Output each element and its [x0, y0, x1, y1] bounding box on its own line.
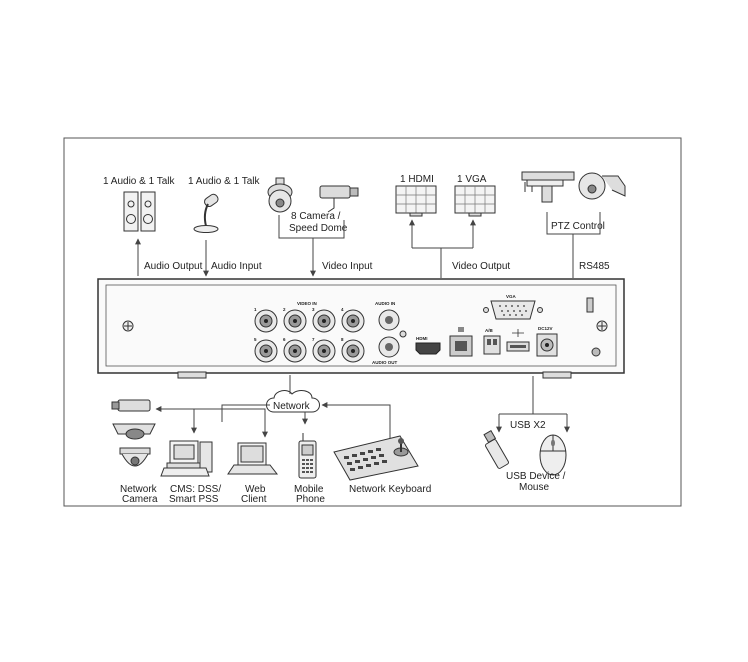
bnc-label-5: 5 [254, 337, 257, 342]
ground-icon [591, 347, 601, 357]
vga-monitor-icon [454, 185, 496, 217]
web-client-label-2: Client [241, 494, 267, 505]
ab-panel-label: A/B [485, 328, 494, 333]
desktop-computer-icon [160, 440, 213, 477]
vga-panel-label: VGA [506, 294, 517, 299]
audio-out-panel-label: AUDIO OUT [372, 360, 398, 365]
vga-label: 1 VGA [457, 174, 487, 185]
speed-dome-camera-icon [267, 177, 293, 213]
bullet-camera-icon [319, 185, 359, 213]
cms-label-2: Smart PSS [169, 494, 219, 505]
network-camera-label-1: Network [120, 484, 158, 495]
network-keyboard-label: Network Keyboard [349, 484, 431, 495]
bnc-label-1: 1 [254, 307, 257, 312]
audio-talk-left-label: 1 Audio & 1 Talk [103, 176, 176, 187]
network-camera-label-2: Camera [122, 494, 158, 505]
usb-port-icon [506, 329, 530, 352]
rs485-port-icon [483, 335, 501, 355]
bnc-connector-row-top [254, 309, 365, 333]
hdmi-panel-label: HDMI [416, 336, 428, 341]
network-keyboard-icon [333, 435, 419, 481]
usb-device-label-2: Mouse [519, 482, 549, 493]
camera-dome-label-1: 8 Camera / [291, 211, 341, 222]
speaker-icon [123, 191, 156, 232]
network-camera-icon [111, 399, 156, 467]
mobile-phone-icon [298, 433, 317, 479]
ptz-dome-icon [578, 172, 626, 200]
bnc-label-4: 4 [341, 307, 344, 312]
camera-dome-label-2: Speed Dome [289, 223, 348, 234]
network-cloud-icon [266, 390, 320, 413]
bnc-connector-row-bottom [254, 339, 365, 363]
bnc-label-6: 6 [283, 337, 286, 342]
web-client-label-1: Web [245, 484, 266, 495]
vga-port-icon [483, 300, 543, 320]
ptz-control-label: PTZ Control [551, 221, 605, 232]
mobile-phone-label-1: Mobile [294, 484, 324, 495]
video-in-panel-label: VIDEO IN [297, 301, 317, 306]
audio-output-label: Audio Output [144, 261, 203, 272]
microphone-icon [193, 193, 219, 233]
audio-in-panel-label: AUDIO IN [375, 301, 395, 306]
power-switch-icon [586, 297, 594, 313]
laptop-icon [227, 442, 279, 475]
audio-talk-right-label: 1 Audio & 1 Talk [188, 176, 261, 187]
video-input-label: Video Input [322, 261, 373, 272]
bnc-label-8: 8 [341, 337, 344, 342]
audio-input-label: Audio Input [211, 261, 262, 272]
bnc-label-7: 7 [312, 337, 315, 342]
lan-port-icon [449, 327, 473, 357]
usb-stick-icon [483, 429, 509, 469]
power-port-icon [536, 333, 558, 357]
video-output-label: Video Output [452, 261, 510, 272]
power-panel-label: DC12V [538, 326, 553, 331]
hdmi-port-icon [415, 342, 441, 355]
mouse-icon [539, 434, 567, 476]
network-label: Network [273, 401, 311, 412]
diagram-frame [63, 137, 682, 507]
hdmi-label: 1 HDMI [400, 174, 434, 185]
audio-in-connector [378, 309, 400, 331]
mobile-phone-label-2: Phone [296, 494, 325, 505]
rs485-label: RS485 [579, 261, 610, 272]
hdmi-monitor-icon [395, 185, 437, 217]
cms-label-1: CMS: DSS/ [170, 484, 221, 495]
ptz-camera-icon [521, 171, 575, 203]
nvr-rear-panel: 1 2 3 4 5 6 7 8 VIDEO IN AUDIO IN AUDIO … [97, 278, 625, 379]
audio-out-connector [378, 336, 400, 358]
usb-x2-label: USB X2 [510, 420, 546, 431]
usb-device-label-1: USB Device / [506, 471, 566, 482]
bnc-label-2: 2 [283, 307, 286, 312]
bnc-label-3: 3 [312, 307, 315, 312]
